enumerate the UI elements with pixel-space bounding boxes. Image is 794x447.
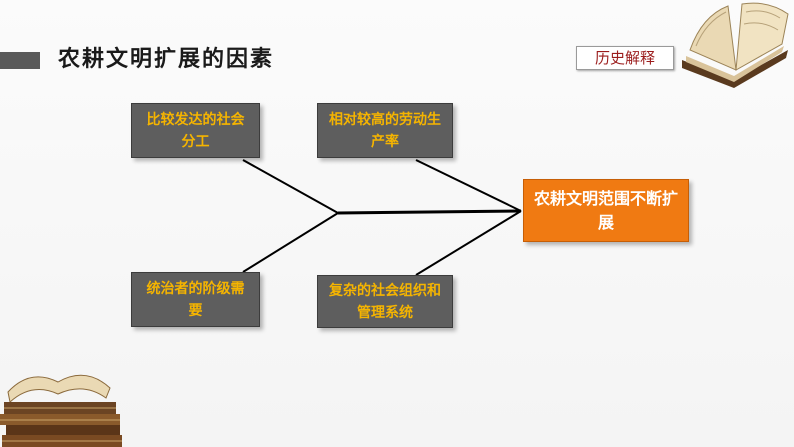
stacked-books-icon [0,374,122,447]
connector-top-left [242,159,339,214]
connector-main-spine [337,209,522,215]
connector-bottom-right [415,210,522,276]
connector-top-right [415,159,522,212]
open-book-icon [682,2,789,88]
page-title: 农耕文明扩展的因素 [58,47,275,72]
section-tag: 历史解释 [576,46,674,70]
factor-bottom-right: 复杂的社会组织和管理系统 [317,275,453,328]
factor-top-right: 相对较高的劳动生产率 [317,103,453,158]
connector-bottom-left [242,212,339,273]
factor-bottom-left: 统治者的阶级需要 [131,272,260,327]
factor-top-left: 比较发达的社会分工 [131,103,260,158]
result-box: 农耕文明范围不断扩展 [523,179,689,242]
title-accent-bar [0,52,40,69]
